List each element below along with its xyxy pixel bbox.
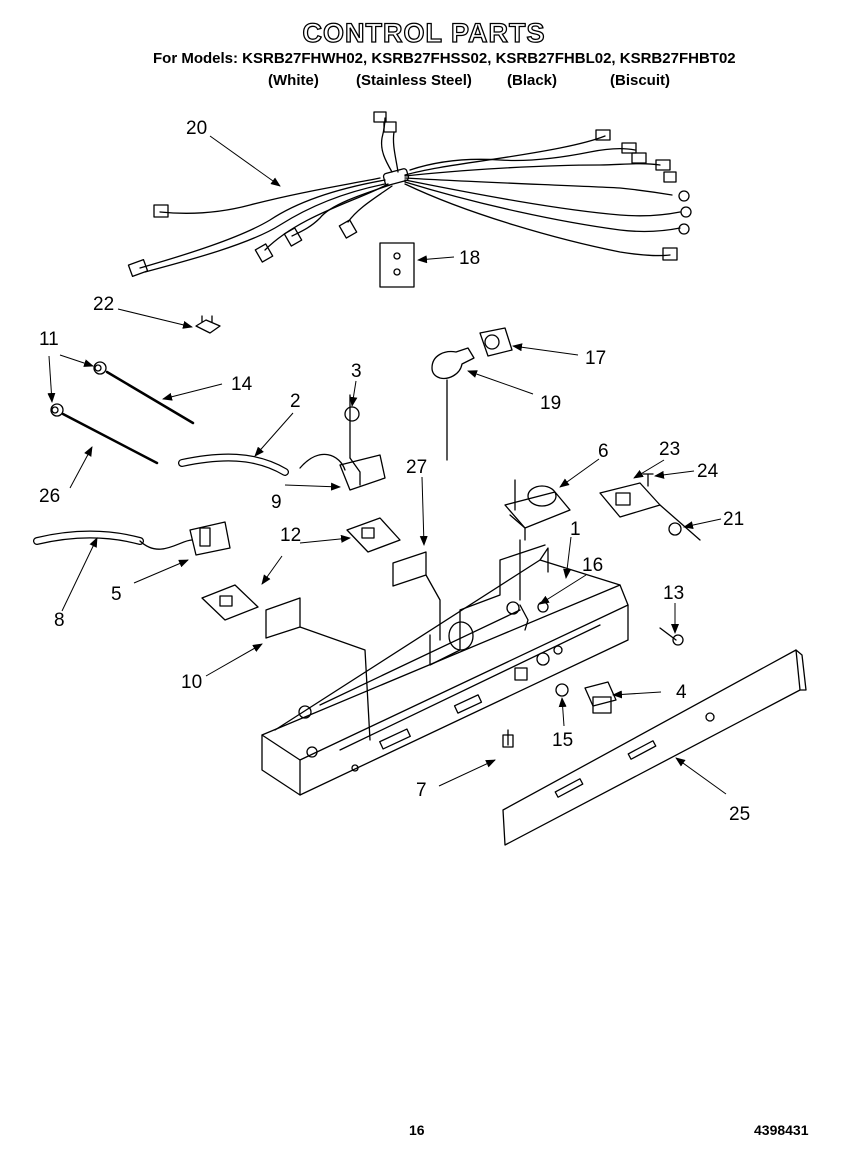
callout-23: 23: [659, 439, 680, 460]
callout-10: 10: [181, 672, 202, 693]
callout-14: 14: [231, 374, 253, 395]
variant-white: (White): [268, 72, 319, 89]
callout-17: 17: [585, 348, 606, 369]
variant-stainless-steel: (Stainless Steel): [356, 72, 472, 89]
callout-1: 1: [570, 519, 581, 540]
callout-2: 2: [290, 391, 301, 412]
callout-26: 26: [39, 486, 60, 507]
callout-13: 13: [663, 583, 684, 604]
variant-black: (Black): [507, 72, 558, 89]
callout-3: 3: [351, 361, 362, 382]
wire-harness: [127, 111, 692, 278]
callout-20: 20: [186, 118, 207, 139]
model-list: For Models: KSRB27FHWH02, KSRB27FHSS02, …: [153, 50, 736, 67]
callout-21: 21: [723, 509, 744, 530]
callout-15: 15: [552, 730, 573, 751]
callout-11: 11: [39, 329, 59, 350]
mounting-plate: [379, 242, 415, 288]
callout-8: 8: [54, 610, 65, 631]
callout-16: 16: [582, 555, 603, 576]
document-number: 4398431: [754, 1122, 809, 1138]
callout-4: 4: [676, 682, 687, 703]
callout-12: 12: [280, 525, 301, 546]
page-number: 16: [409, 1122, 425, 1138]
callout-5: 5: [111, 584, 122, 605]
callout-27: 27: [406, 457, 427, 478]
callout-25: 25: [729, 804, 750, 825]
callout-9: 9: [271, 492, 282, 513]
callout-19: 19: [540, 393, 561, 414]
page-title: CONTROL PARTS: [302, 17, 546, 48]
callout-7: 7: [416, 780, 427, 801]
callout-24: 24: [697, 461, 719, 482]
callout-18: 18: [459, 248, 480, 269]
clip: [195, 315, 221, 334]
variant-biscuit: (Biscuit): [610, 72, 670, 89]
callout-6: 6: [598, 441, 609, 462]
callout-22: 22: [93, 294, 114, 315]
